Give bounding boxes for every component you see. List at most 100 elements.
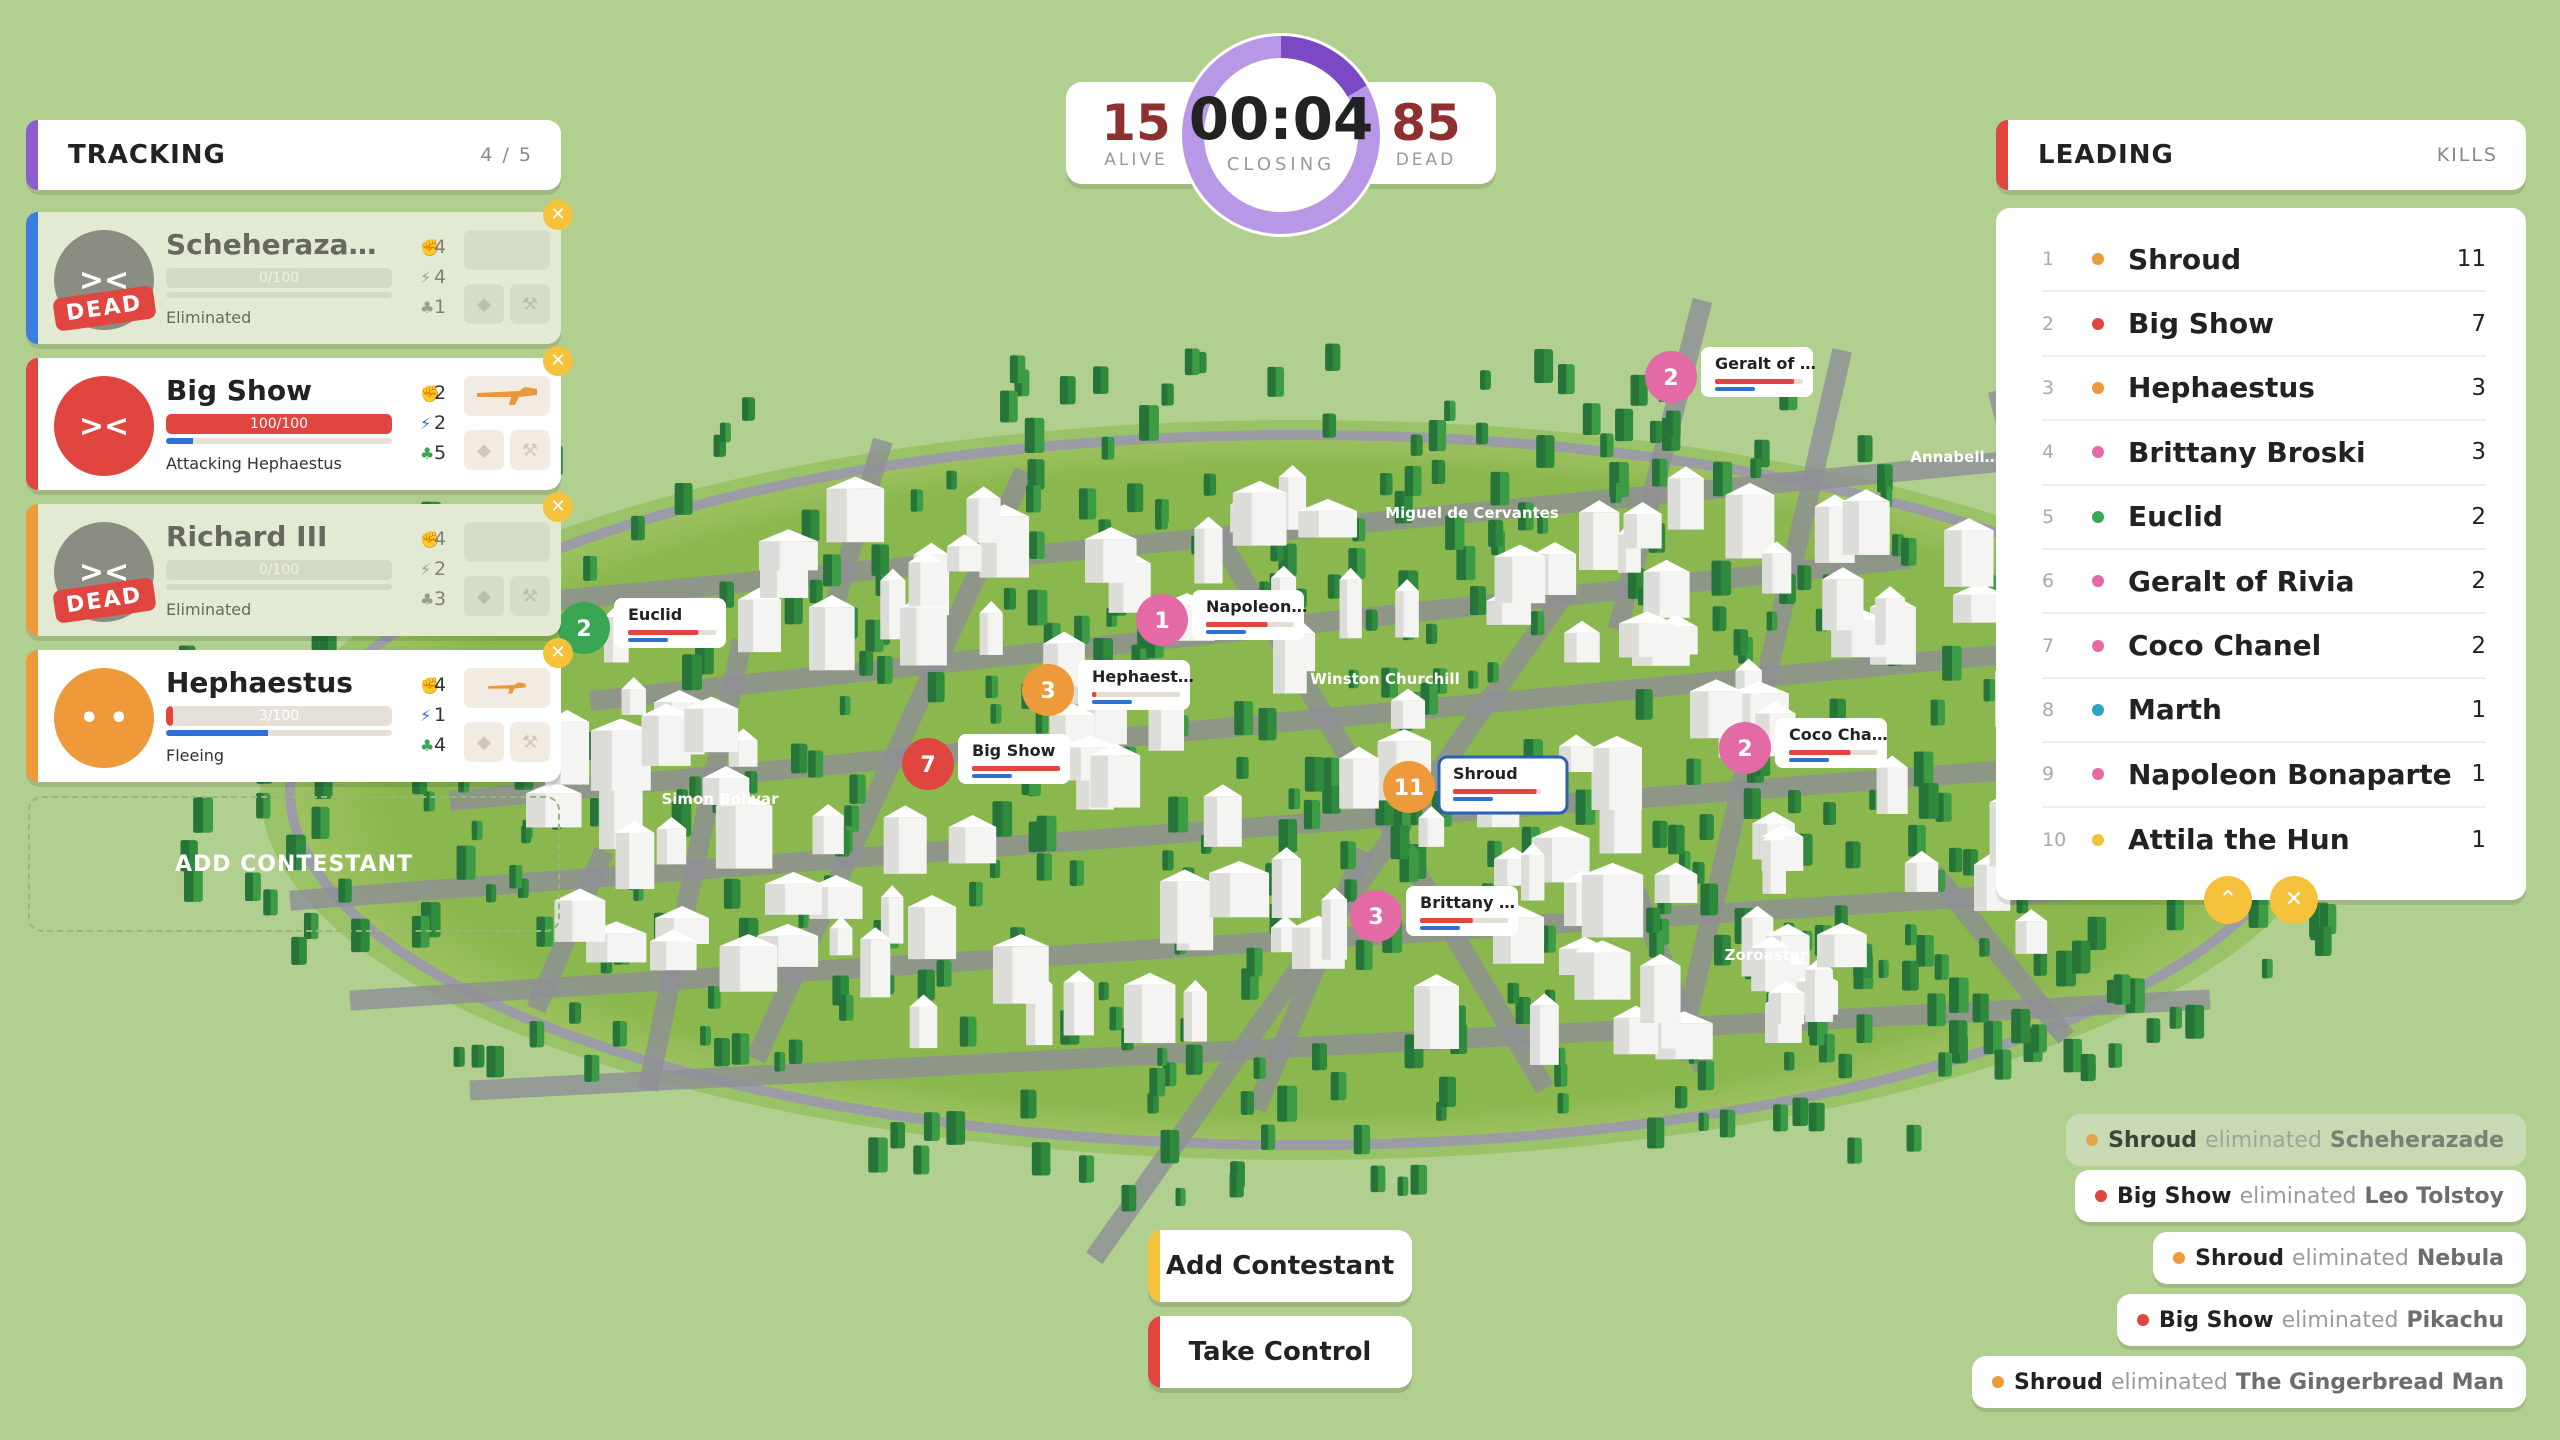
close-icon: ✕ — [550, 350, 566, 371]
stat-list: ✊4 ⚡2 ♣3 — [420, 524, 460, 614]
clover-icon: ♣ — [420, 736, 435, 755]
tracked-contestant-card[interactable]: >< DEAD Richard III 0/100 Eliminated ✊4 … — [26, 492, 573, 636]
marker-label-box — [1078, 660, 1190, 710]
health-value: 100/100 — [249, 416, 309, 432]
leaderboard-row[interactable]: 1 Shroud 11 — [2042, 228, 2486, 293]
add-contestant-label: Add Contestant — [1165, 1251, 1395, 1281]
marker-health-fill — [1206, 622, 1268, 627]
marker-kill-count: 3 — [1368, 905, 1383, 930]
leaderboard-row[interactable]: 10 Attila the Hun 1 — [2042, 808, 2486, 872]
marker-stamina-fill — [1420, 926, 1460, 930]
marker-name: Euclid — [628, 605, 682, 624]
avatar: >< — [54, 376, 154, 476]
lightning-icon: ⚡ — [420, 560, 432, 579]
leaderboard-row[interactable]: 2 Big Show 7 — [2042, 292, 2486, 357]
close-leaderboard-button[interactable]: ✕ — [2270, 876, 2318, 924]
collapse-leaderboard-button[interactable]: ⌃ — [2204, 876, 2252, 924]
marker-kill-count: 2 — [576, 617, 591, 642]
dead-counter: 85 DEAD — [1356, 82, 1496, 184]
kill-count: 11 — [2456, 246, 2486, 273]
weapon-slot[interactable] — [464, 668, 550, 708]
tracking-title: TRACKING — [68, 140, 226, 170]
armor-slot[interactable]: ◆ — [464, 576, 504, 616]
marker-kill-count: 3 — [1040, 679, 1055, 704]
leaderboard-row[interactable]: 9 Napoleon Bonaparte 1 — [2042, 743, 2486, 808]
wrench-icon: ⚒ — [521, 585, 539, 607]
weapon-slot[interactable] — [464, 522, 550, 562]
leaderboard-row[interactable]: 6 Geralt of Rivia 2 — [2042, 550, 2486, 615]
dead-count: 85 — [1391, 94, 1461, 152]
marker-label-box — [1701, 347, 1813, 397]
weapon-slot[interactable] — [464, 230, 550, 270]
leaderboard-row[interactable]: 5 Euclid 2 — [2042, 486, 2486, 550]
leaderboard-accent — [1996, 120, 2008, 190]
tracked-contestant-card[interactable]: >< DEAD Scheheraza… 0/100 Eliminated ✊4 … — [26, 200, 573, 344]
armor-slot[interactable]: ◆ — [464, 284, 504, 324]
leaderboard-title: LEADING — [2038, 140, 2174, 170]
feed-verb: eliminated — [2292, 1245, 2409, 1271]
marker-kill-badge — [1719, 722, 1771, 774]
tracking-header: TRACKING 4 / 5 — [26, 120, 561, 190]
luck-stat: ♣1 — [420, 292, 460, 322]
contestant-marker[interactable]: Napoleon…1 — [1136, 590, 1307, 646]
kill-count: 2 — [2471, 632, 2486, 659]
speed-stat: ⚡2 — [420, 408, 460, 438]
tool-slot[interactable]: ⚒ — [510, 576, 550, 616]
marker-name: Shroud — [1453, 764, 1518, 783]
stamina-bar — [166, 730, 392, 736]
take-control-button[interactable]: Take Control — [1148, 1316, 1412, 1388]
leaderboard-row[interactable]: 4 Brittany Broski 3 — [2042, 421, 2486, 486]
map-place-label: Annabell… — [1910, 448, 1999, 466]
contestant-marker[interactable]: Euclid 2 — [558, 598, 726, 654]
untrack-button[interactable]: ✕ — [543, 200, 573, 230]
contestant-marker[interactable]: Coco Cha…2 — [1719, 718, 1888, 774]
armor-slot[interactable]: ◆ — [464, 722, 504, 762]
shield-icon: ◆ — [477, 731, 491, 753]
team-dot — [2092, 575, 2104, 588]
contestant-name: Shroud — [2128, 242, 2242, 276]
marker-label-box — [958, 734, 1070, 784]
marker-name: Hephaest… — [1092, 667, 1194, 686]
alive-label: ALIVE — [1104, 150, 1168, 170]
contestant-name: Big Show — [2128, 307, 2274, 341]
tracked-contestant-card[interactable]: • • Hephaestus 3/100 Fleeing ✊4 ⚡1 ♣4 ◆ … — [26, 638, 573, 782]
team-dot — [2092, 833, 2104, 846]
untrack-button[interactable]: ✕ — [543, 492, 573, 522]
take-control-accent — [1148, 1316, 1160, 1388]
stat-list: ✊2 ⚡2 ♣5 — [420, 378, 460, 468]
strength-stat: ✊4 — [420, 524, 460, 554]
card-accent — [26, 358, 38, 490]
add-contestant-slot[interactable]: ADD CONTESTANT — [28, 796, 560, 932]
contestant-marker[interactable]: Hephaest… 3 — [1022, 660, 1194, 716]
tracked-contestant-card[interactable]: >< Big Show 100/100 Attacking Hephaestus… — [26, 346, 573, 490]
add-contestant-button[interactable]: Add Contestant — [1148, 1230, 1412, 1302]
marker-health-fill — [1453, 789, 1537, 794]
strength-stat: ✊4 — [420, 232, 460, 262]
marker-kill-count: 2 — [1737, 737, 1752, 762]
health-bar: 3/100 — [166, 706, 392, 726]
killer-name: Shroud — [2014, 1369, 2103, 1395]
leaderboard-row[interactable]: 7 Coco Chanel 2 — [2042, 614, 2486, 679]
marker-name: Big Show — [972, 741, 1056, 760]
clover-icon: ♣ — [420, 444, 435, 463]
armor-slot[interactable]: ◆ — [464, 430, 504, 470]
tool-slot[interactable]: ⚒ — [510, 430, 550, 470]
untrack-button[interactable]: ✕ — [543, 638, 573, 668]
untrack-button[interactable]: ✕ — [543, 346, 573, 376]
contestant-name: Richard III — [166, 520, 328, 553]
weapon-slot[interactable] — [464, 376, 550, 416]
leaderboard-row[interactable]: 8 Marth 1 — [2042, 679, 2486, 744]
tool-slot[interactable]: ⚒ — [510, 284, 550, 324]
leaderboard-row[interactable]: 3 Hephaestus 3 — [2042, 357, 2486, 422]
marker-kill-badge — [1645, 351, 1697, 403]
tool-slot[interactable]: ⚒ — [510, 722, 550, 762]
contestant-marker[interactable]: Brittany …3 — [1350, 886, 1518, 942]
contestant-marker[interactable]: Geralt of …2 — [1645, 347, 1816, 403]
victim-name: Scheherazade — [2329, 1127, 2504, 1153]
marker-stamina-fill — [1715, 387, 1755, 391]
timer-value: 00:04 — [1188, 85, 1374, 153]
team-dot — [2092, 253, 2104, 266]
